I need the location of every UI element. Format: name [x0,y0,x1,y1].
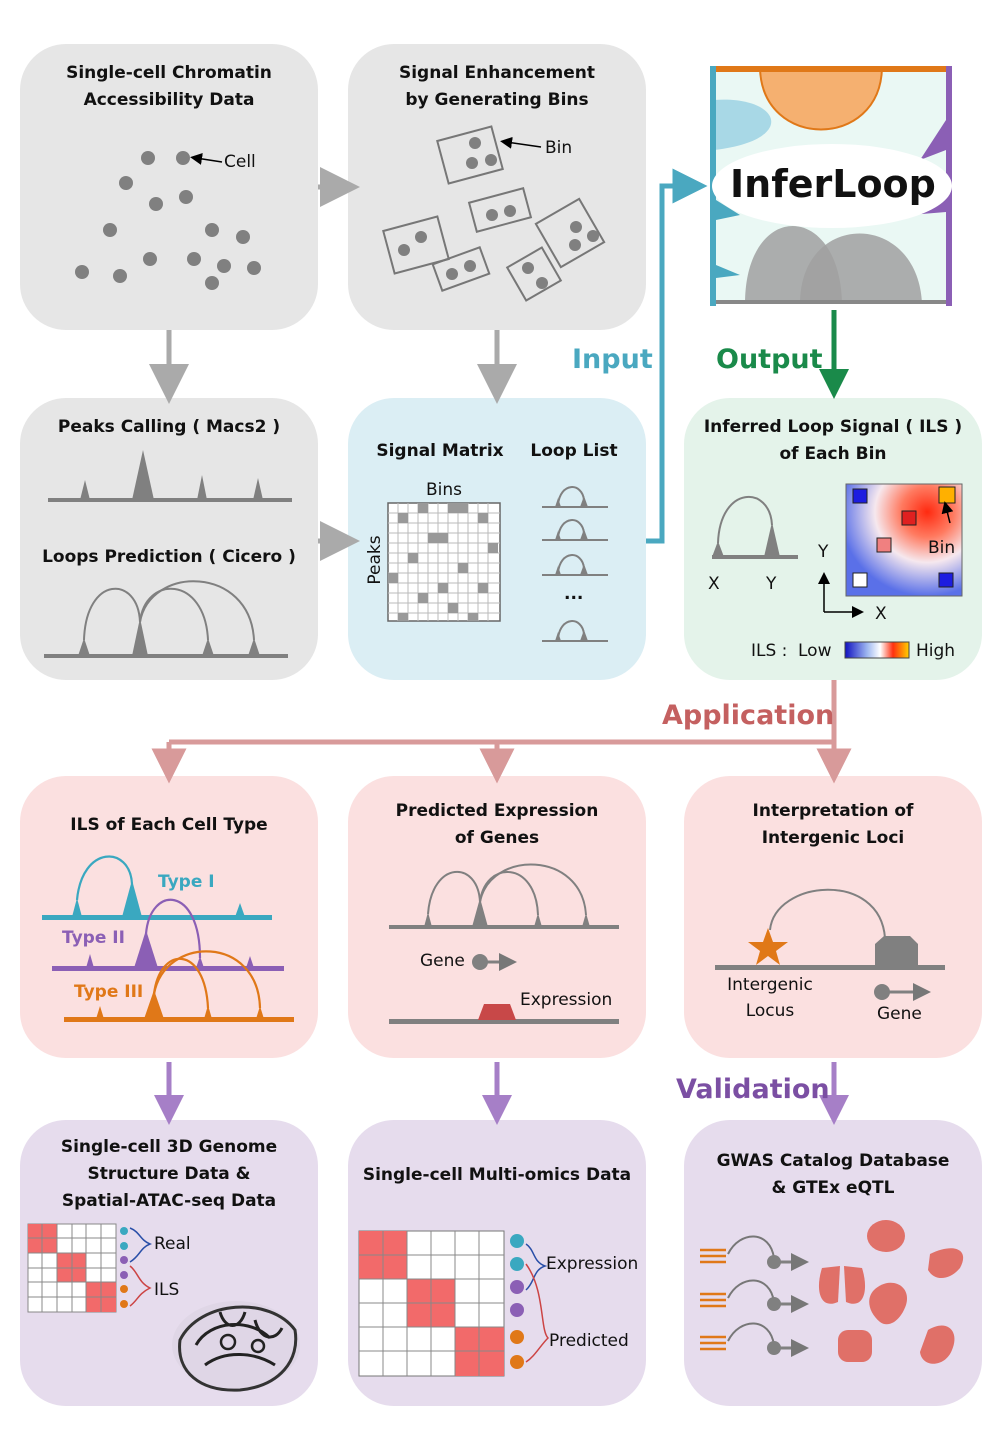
bins-scatter [382,125,606,302]
panel-bins-title: Signal Enhancement by Generating Bins [398,63,596,110]
cell-label: Cell [224,152,256,172]
panel-expression-title: Predicted Expression of Genes [395,801,599,848]
ils-scale-label: ILS : [751,641,788,661]
intergenic-graphics [715,888,945,1001]
output-label: Output [716,344,823,375]
panel-ils-title: Inferred Loop Signal ( ILS ) of Each Bin [703,417,963,464]
expression-label: Expression [520,990,613,1010]
signal-matrix [387,502,501,622]
ils-colorbar [844,641,910,659]
flow-arrows-gray [149,167,517,561]
ils-bin-label: Bin [928,538,956,558]
multiomics-predicted-label: Predicted [549,1331,629,1351]
loops-prediction-title: Loops Prediction ( Cicero ) [42,547,296,567]
signal-matrix-title: Signal Matrix [376,441,504,461]
loop-list-title: Loop List [530,441,618,461]
peaks-calling-title: Peaks Calling ( Macs2 ) [57,417,281,437]
ils-heatmap [845,483,963,597]
intergenic-locus-label: Intergenic Locus [727,975,813,1021]
input-label: Input [572,344,653,375]
panel-gwas-title: GWAS Catalog Database & GTEx eQTL [716,1151,950,1198]
celltype-tracks [42,855,294,1022]
loops-track [44,580,288,658]
ils-y-label: Y [766,574,777,594]
panel-peaks [20,398,318,680]
panel-sc-data [20,44,318,330]
type2-label: Type II [62,928,125,948]
peaks-axis-label: Peaks [365,535,385,585]
real-label: Real [154,1234,191,1254]
multiomics-matrix [358,1230,550,1377]
inferloop-logo [710,66,952,306]
bin-label: Bin [545,138,573,158]
multiomics-expression-label: Expression [546,1254,639,1274]
ils-x-label: X [708,574,720,594]
ils-high-label: High [916,641,956,661]
peaks-track [48,450,292,502]
validation-arrows [154,1062,849,1125]
sc3d-matrix [27,1223,153,1313]
input-arrow [646,168,708,544]
panel-bins [348,44,646,330]
tissue-image [172,1301,300,1392]
panel-celltype-title: ILS of Each Cell Type [70,815,268,835]
validation-label: Validation [676,1074,830,1105]
gene-label: Gene [420,951,465,971]
ils-label: ILS [154,1280,180,1300]
expression-graphics [389,863,619,1024]
panel-sc-data-title: Single-cell Chromatin Accessibility Data [66,63,272,110]
type1-label: Type I [158,872,215,892]
loop-list-ellipsis: ... [564,584,584,604]
inferloop-logo-text: InferLoop [730,162,936,206]
ils-axes [818,572,864,618]
gwas-graphics [700,1220,964,1364]
type3-label: Type III [74,982,144,1002]
panel-multiomics-title: Single-cell Multi-omics Data [362,1165,632,1185]
ils-axis-y: Y [818,542,829,562]
intergenic-gene-label: Gene [877,1004,922,1024]
ils-low-label: Low [798,641,832,661]
cells-scatter [75,151,261,290]
panel-intergenic [684,776,982,1058]
loop-list [542,486,608,642]
panel-intergenic-title: Interpretation of Intergenic Loci [752,801,914,848]
ils-loop [712,495,798,559]
ils-axis-x: X [875,604,887,624]
bins-axis-label: Bins [426,480,463,500]
application-arrows [151,680,852,784]
application-label: Application [662,700,835,731]
panel-sc3d-title: Single-cell 3D Genome Structure Data & S… [60,1137,278,1211]
